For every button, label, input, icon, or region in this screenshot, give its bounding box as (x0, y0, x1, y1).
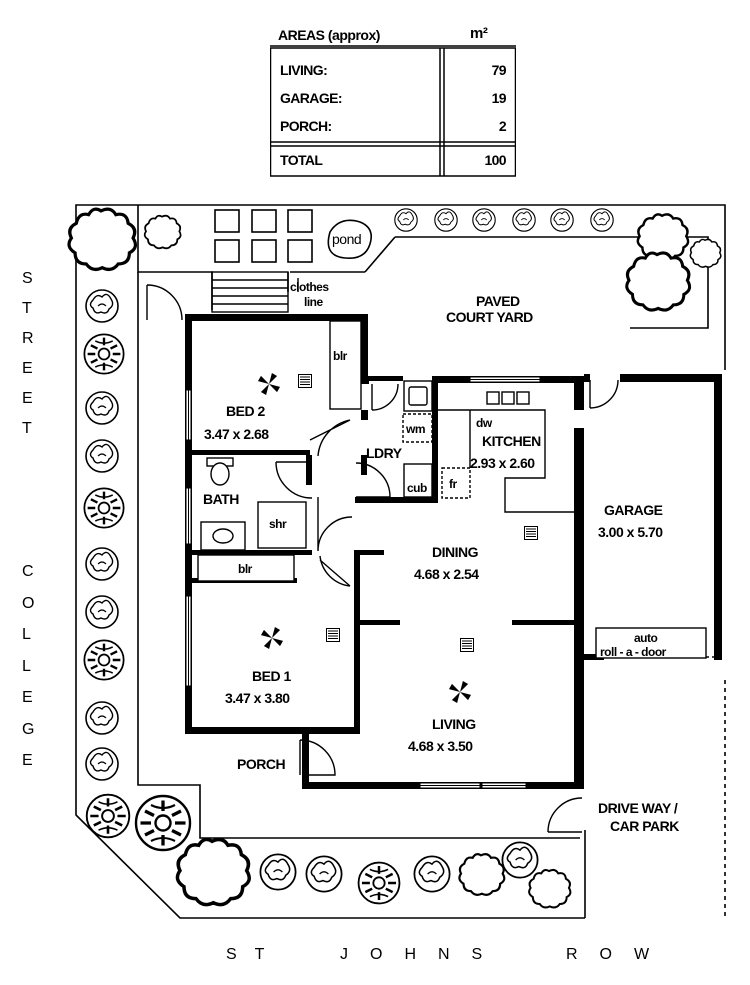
bush-icon (85, 547, 119, 581)
bush-icon (85, 391, 119, 425)
vent-icon (460, 638, 474, 652)
bed2-name: BED 2 (226, 403, 265, 419)
bush-icon (590, 208, 614, 232)
shrub-icon (134, 794, 192, 852)
living-dims: 4.68 x 3.50 (408, 738, 473, 754)
dw-label: dw (476, 416, 492, 430)
shrub-icon (83, 333, 125, 375)
clothes-line-label-2: line (304, 295, 323, 309)
tree-icon (67, 207, 138, 272)
garden-pavers (214, 209, 313, 263)
bush-icon (512, 208, 536, 232)
shrub-icon (83, 487, 125, 529)
living-name: LIVING (432, 716, 476, 732)
tree-icon (175, 837, 251, 907)
auto-door-label-1: auto (634, 631, 658, 645)
street-label-college: COLLEGE (22, 563, 55, 769)
pond-outline (327, 219, 373, 260)
bush-icon (85, 289, 119, 323)
shrub-icon (85, 793, 131, 839)
porch-label: PORCH (237, 756, 286, 772)
shrub-icon (357, 861, 401, 905)
fr-label: fr (449, 477, 457, 491)
tree-icon (143, 214, 182, 250)
fan-icon (255, 370, 283, 398)
courtyard-label-2: COURT YARD (446, 309, 533, 325)
kitchen-name: KITCHEN (482, 433, 541, 449)
courtyard-label-1: PAVED (476, 293, 520, 309)
clothes-line-label-1: clothes (290, 280, 329, 294)
street-label-row: ROW (566, 946, 672, 963)
windows (185, 376, 541, 789)
garage-name: GARAGE (604, 502, 663, 518)
bed1-name: BED 1 (252, 668, 291, 684)
vent-icon (524, 526, 538, 540)
driveway-label-1: DRIVE WAY / (598, 800, 678, 816)
bush-icon (259, 853, 297, 891)
garage-dims: 3.00 x 5.70 (598, 524, 663, 540)
kitchen-dims: 2.93 x 2.60 (470, 455, 535, 471)
tree-icon (528, 868, 572, 909)
cub-label: cub (407, 481, 427, 495)
bed2-dims: 3.47 x 2.68 (204, 426, 269, 442)
street-label-st: ST (226, 946, 283, 963)
fixtures (197, 278, 707, 659)
bush-icon (434, 208, 458, 232)
vent-icon (326, 628, 340, 642)
driveway-label-2: CAR PARK (610, 818, 679, 834)
areas-table-frame (270, 45, 516, 177)
tree-icon (689, 238, 722, 268)
tree-icon (625, 251, 692, 312)
auto-door-label-2: roll - a - door (600, 645, 666, 659)
bath-label: BATH (203, 491, 239, 507)
bush-icon (394, 208, 418, 232)
areas-unit: m² (470, 25, 488, 42)
fan-icon (446, 678, 474, 706)
bush-icon (472, 208, 496, 232)
bush-icon (305, 855, 343, 893)
bush-icon (413, 855, 451, 893)
tree-icon (458, 853, 506, 896)
bush-icon (85, 439, 119, 473)
shrub-icon (83, 639, 125, 681)
wm-label: wm (406, 422, 426, 436)
bush-icon (550, 208, 574, 232)
laundry-label: LDRY (366, 445, 402, 461)
bush-icon (85, 595, 119, 629)
bush-icon (501, 841, 539, 879)
pond-label: pond (332, 231, 362, 247)
dining-name: DINING (432, 544, 479, 560)
blr-label: blr (333, 349, 347, 363)
entry-steps (211, 271, 289, 313)
areas-header: AREAS (approx) (278, 27, 380, 43)
vent-icon (298, 374, 312, 388)
fan-icon (258, 624, 286, 652)
shr-label: shr (269, 517, 287, 531)
street-label-johns: JOHNS (340, 946, 505, 963)
street-label-street: STREET (22, 270, 54, 437)
blr-label: blr (238, 562, 252, 576)
dining-dims: 4.68 x 2.54 (414, 566, 479, 582)
bush-icon (85, 747, 119, 781)
bed1-dims: 3.47 x 3.80 (225, 690, 290, 706)
bush-icon (85, 701, 119, 735)
